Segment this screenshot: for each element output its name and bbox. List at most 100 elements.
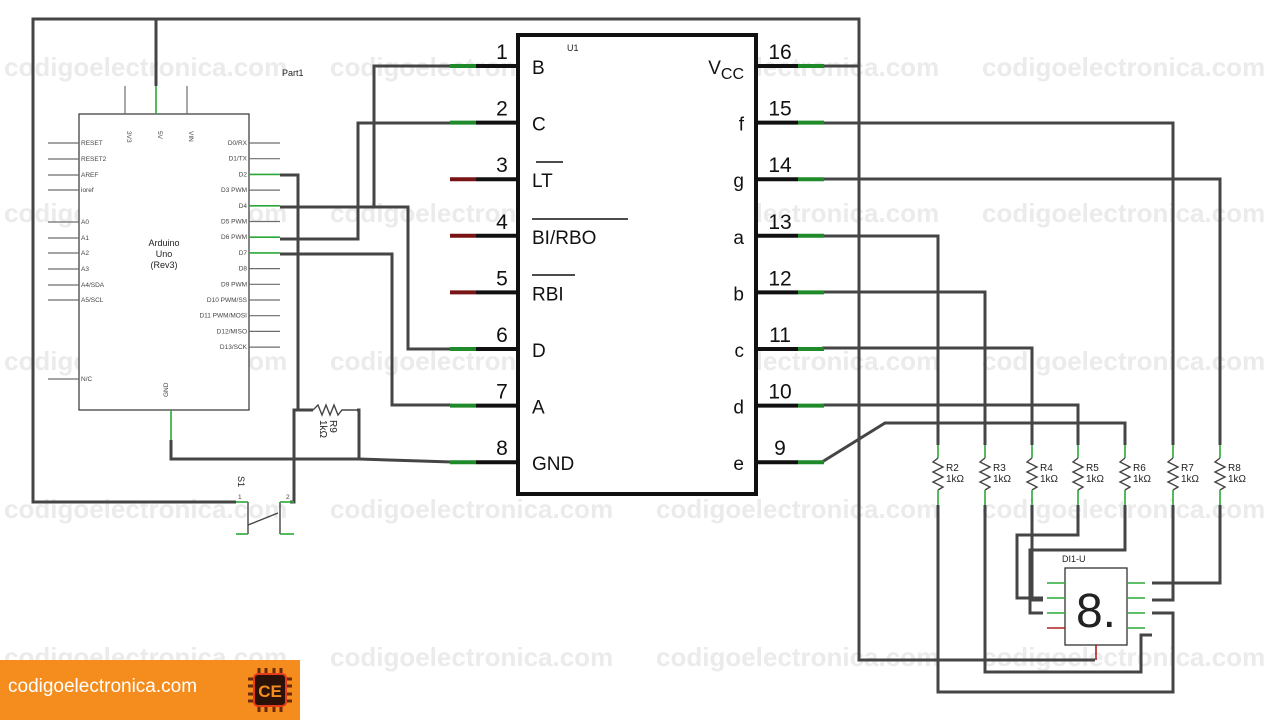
arduino-gnd-label: GND: [163, 382, 170, 397]
arduino-part-label: Part1: [282, 68, 304, 78]
arduino-left-pin-label: ioref: [81, 187, 94, 194]
decoder-pin-label: f: [739, 115, 745, 136]
arduino-left-pin-label: A1: [81, 235, 89, 242]
resistor-ref: R3: [993, 463, 1006, 474]
decoder-pin-number: 6: [496, 324, 508, 347]
decoder-body: [516, 33, 758, 496]
arduino-left-pin-label: A5/SCL: [81, 297, 104, 304]
arduino-right-pin-label: D5 PWM: [221, 219, 247, 226]
resistor-value: 1kΩ: [1040, 474, 1059, 485]
arduino-body: [78, 113, 250, 411]
arduino-right-pin-label: D12/MISO: [217, 328, 247, 335]
arduino-right-pin-label: D3 PWM: [221, 187, 247, 194]
arduino-right-pin-label: D6 PWM: [221, 234, 247, 241]
resistor-value: 1kΩ: [946, 474, 965, 485]
display-digit: 8.: [1076, 585, 1116, 638]
arduino-left-pin-label: N/C: [81, 376, 93, 383]
decoder-pin-number: 9: [774, 437, 786, 460]
watermark-text: codigoelectronica.com: [330, 494, 613, 524]
decoder-pin-label: C: [532, 115, 546, 136]
display-ref: DI1-U: [1062, 554, 1086, 564]
decoder-pin-label: B: [532, 58, 545, 79]
brand-label: codigoelectronica.com: [8, 676, 198, 697]
resistor-value: 1kΩ: [1133, 474, 1152, 485]
decoder-pin-number: 12: [768, 267, 791, 290]
arduino-right-pin-label: D8: [239, 266, 248, 273]
arduino-title-line-3: (Rev3): [150, 260, 177, 270]
watermark-text: codigoelectronica.com: [4, 494, 287, 524]
chip-logo-icon: CE: [242, 662, 298, 718]
watermark-text: codigoelectronica.com: [656, 642, 939, 672]
resistor-r9: R9 1kΩ: [312, 403, 357, 439]
decoder-pin-number: 1: [496, 41, 508, 64]
r9-value: 1kΩ: [317, 420, 328, 439]
watermark-text: codigoelectronica.com: [982, 198, 1265, 228]
arduino-top-pin-label: 3V3: [125, 131, 132, 143]
arduino-right-pin-label: D13/SCK: [220, 344, 248, 351]
resistor-ref: R2: [946, 463, 959, 474]
decoder-pin-label: g: [733, 171, 744, 192]
decoder-ref: U1: [567, 43, 579, 53]
arduino-left-pin-label: RESET2: [81, 156, 107, 163]
arduino-left-pin-label: A4/SDA: [81, 282, 105, 289]
resistor-value: 1kΩ: [993, 474, 1012, 485]
decoder-pin-label: a: [733, 228, 744, 249]
arduino-right-pin-label: D7: [239, 250, 248, 257]
wires: [31, 17, 1222, 694]
arduino-right-pin-label: D10 PWM/SS: [207, 297, 248, 304]
decoder-pin-label: VCC: [708, 58, 744, 83]
decoder-pin-number: 4: [496, 211, 508, 234]
arduino-left-pin-label: RESET: [81, 140, 103, 147]
decoder-pin-number: 11: [769, 324, 791, 347]
decoder-pin-number: 7: [496, 381, 508, 404]
pushbutton-s1: S1 1 2: [236, 476, 294, 535]
resistor-value: 1kΩ: [1181, 474, 1200, 485]
decoder-pin-number: 5: [496, 267, 508, 290]
decoder-pin-number: 13: [768, 211, 791, 234]
arduino-left-pin-label: A3: [81, 266, 89, 273]
resistor-ref: R6: [1133, 463, 1146, 474]
resistor-ref: R8: [1228, 463, 1241, 474]
decoder-pin-number: 3: [496, 154, 508, 177]
arduino-top-pin-label: VIN: [187, 131, 194, 142]
decoder-pin-label: c: [735, 341, 745, 362]
decoder-pin-label: d: [733, 398, 744, 419]
decoder-pin-number: 14: [768, 154, 792, 177]
arduino-left-pin-label: A0: [81, 219, 89, 226]
decoder-pin-number: 2: [496, 98, 508, 121]
arduino-right-pin-label: D0/RX: [228, 140, 248, 147]
r9-ref: R9: [327, 420, 338, 433]
arduino-right-pin-label: D2: [239, 171, 248, 178]
switch-pin-1: 1: [238, 494, 242, 501]
resistor-ref: R4: [1040, 463, 1053, 474]
resistor-value: 1kΩ: [1228, 474, 1247, 485]
decoder-pin-label: e: [733, 454, 744, 475]
resistor-value: 1kΩ: [1086, 474, 1105, 485]
resistor-ref: R7: [1181, 463, 1194, 474]
decoder-pin-label: RBI: [532, 284, 564, 305]
decoder-pin-label: GND: [532, 454, 574, 475]
decoder-pin-number: 16: [768, 41, 791, 64]
chip-logo-text: CE: [258, 682, 282, 701]
arduino-right-pin-label: D1/TX: [229, 156, 248, 163]
decoder-pin-number: 15: [768, 98, 791, 121]
watermark-text: codigoelectronica.com: [982, 642, 1265, 672]
decoder-pin-label: A: [532, 398, 545, 419]
decoder-pin-label: LT: [532, 171, 553, 192]
watermark-text: codigoelectronica.com: [982, 346, 1265, 376]
arduino-left-pin-label: A2: [81, 250, 89, 257]
arduino-title-line-1: Arduino: [148, 238, 179, 248]
decoder-pin-number: 8: [496, 437, 508, 460]
arduino-right-pin-label: D9 PWM: [221, 281, 247, 288]
watermark-text: codigoelectronica.com: [656, 494, 939, 524]
